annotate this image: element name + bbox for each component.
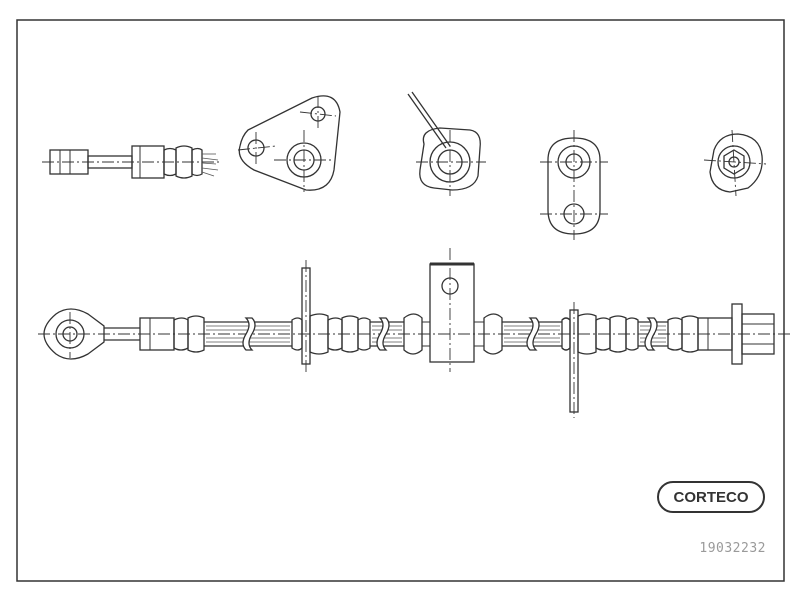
crimp-sleeve-3 — [595, 315, 639, 353]
detail-hose-end-fitting — [42, 145, 222, 179]
right-end-fitting — [667, 303, 775, 365]
detail-clip-with-wire — [407, 91, 486, 196]
hose-section-1 — [204, 317, 292, 351]
hose-section-3 — [502, 317, 562, 351]
logo-text: CORTECO — [674, 489, 749, 506]
detail-triangular-bracket — [237, 95, 341, 192]
hose-section-2 — [370, 317, 404, 351]
hose-section-4 — [638, 317, 668, 351]
mounting-bracket-2 — [561, 302, 597, 418]
main-hose-assembly — [38, 248, 790, 418]
detail-nut-end-view — [703, 129, 767, 197]
drawing-frame — [16, 19, 785, 582]
corteco-logo: CORTECO — [657, 481, 765, 513]
left-crimp-sleeve — [139, 315, 205, 353]
part-number: 19032232 — [699, 541, 766, 556]
crimp-sleeve-2 — [327, 315, 371, 353]
detail-two-hole-bracket — [540, 130, 608, 240]
center-clamp-block — [403, 248, 503, 372]
mounting-bracket-1 — [291, 260, 329, 372]
hose-eye-fitting — [43, 308, 140, 360]
